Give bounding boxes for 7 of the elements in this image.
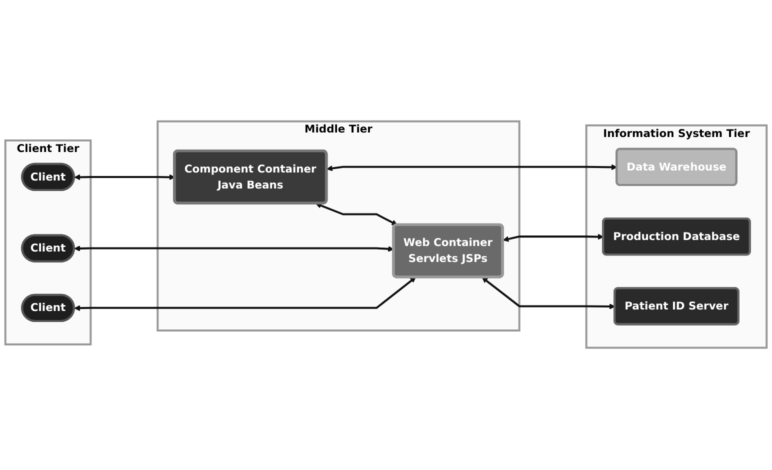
- arrow: [502, 234, 604, 242]
- arrow: [326, 164, 618, 172]
- arrow: [316, 203, 398, 226]
- arrow: [482, 278, 616, 310]
- arrow: [74, 277, 416, 312]
- arrow: [74, 246, 394, 252]
- arrow: [74, 174, 175, 181]
